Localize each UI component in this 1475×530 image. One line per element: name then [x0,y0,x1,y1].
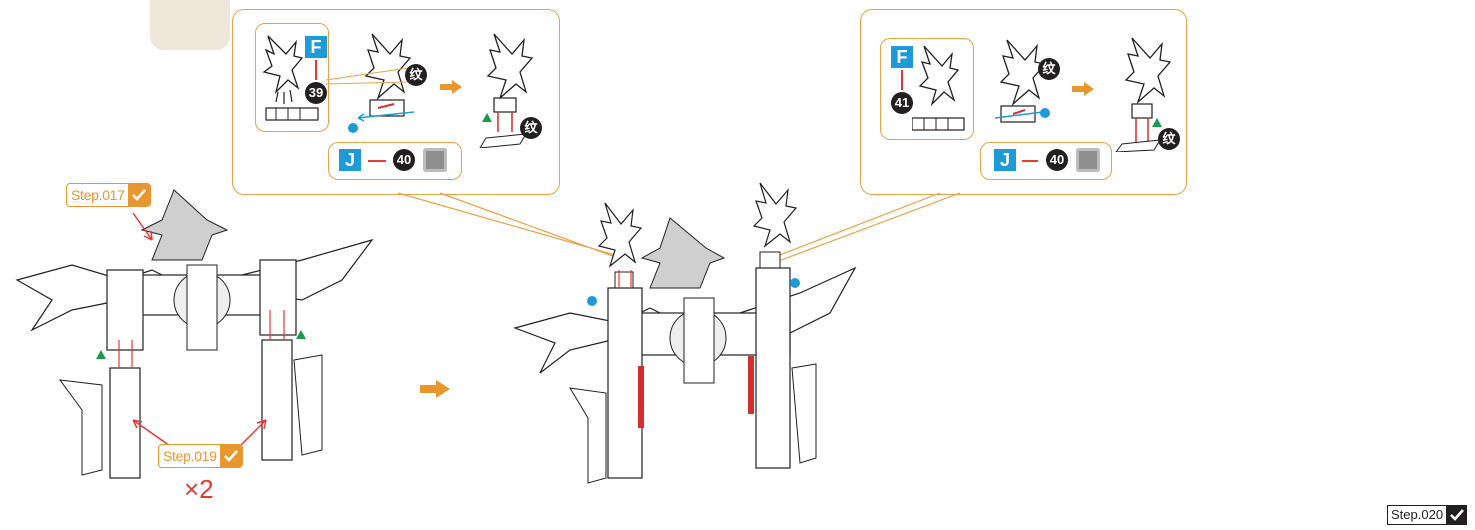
step-tag-019: Step.019 [158,444,243,468]
quantity-multiplier: ×2 [184,474,214,505]
step-tag-label: Step.019 [159,448,220,464]
check-icon [220,445,242,467]
check-icon [1447,505,1467,525]
gate-assembly-after [510,178,860,498]
check-icon [128,184,150,206]
blue-dot-marker-assembly-a [587,296,597,306]
blue-dot-marker-assembly-b [790,278,800,288]
step-tag-label: Step.020 [1387,505,1447,525]
next-step-arrow-icon [420,380,450,398]
step-tag-020: Step.020 [1387,505,1467,525]
step-tag-017: Step.017 [66,183,151,207]
step-tag-label: Step.017 [67,187,128,203]
